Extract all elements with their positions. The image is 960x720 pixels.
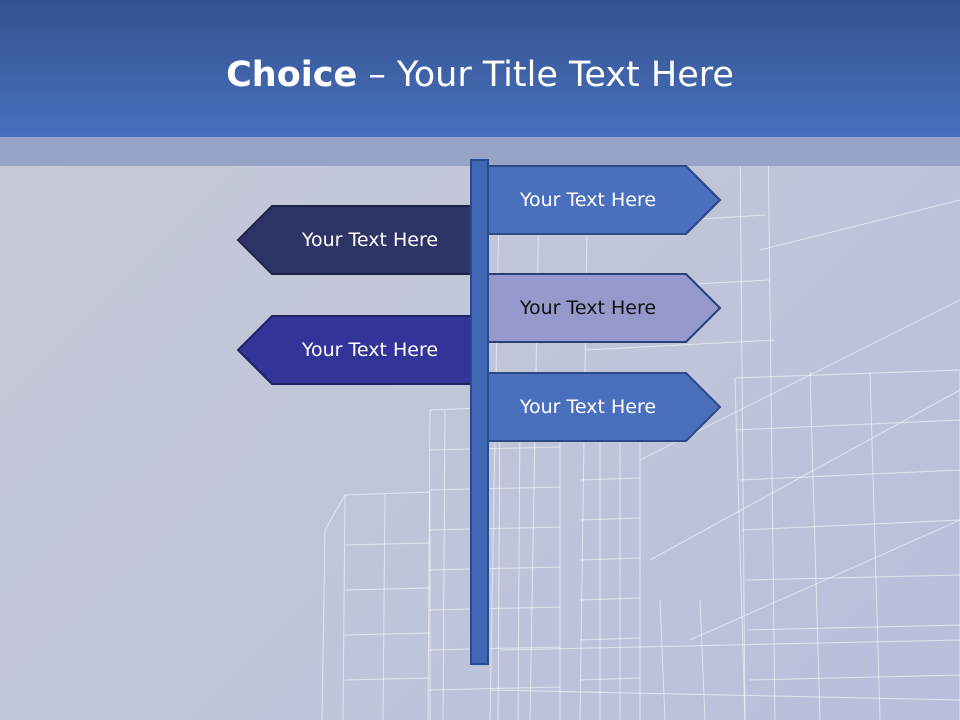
left-sign-label-2: Your Text Here [301,339,439,361]
right-sign-label-1: Your Text Here [519,189,657,211]
slide-title: Choice – Your Title Text Here [0,52,960,98]
left-sign-label-1: Your Text Here [301,229,439,251]
right-sign-label-3: Your Text Here [519,396,657,418]
title-text: Your Title Text Here [397,55,734,95]
title-bold: Choice [226,55,358,95]
right-sign-label-2: Your Text Here [519,297,657,319]
title-bar [0,0,960,137]
signpost-pole [470,159,489,665]
title-separator: – [357,55,397,95]
